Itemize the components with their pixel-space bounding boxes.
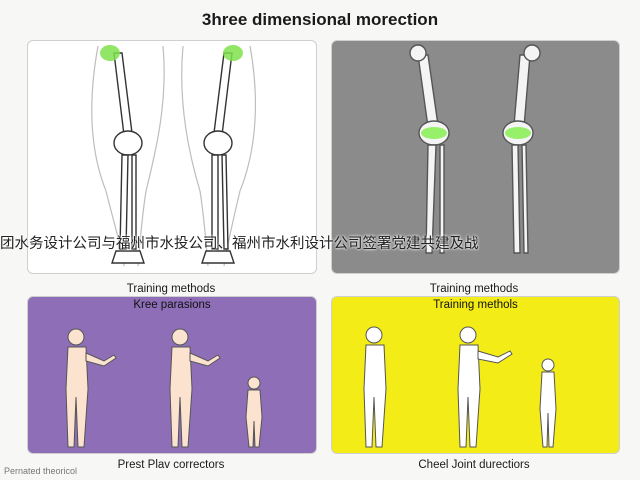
footer-text: Pernated theoricol	[4, 466, 78, 476]
standing-figures-illustration	[65, 328, 263, 448]
panel-posture-purple: Kree parasions	[27, 296, 317, 454]
panel-1-caption: Training methods	[126, 283, 216, 295]
panel-4-caption: Cheel Joint durectiors	[418, 459, 530, 471]
leg-skeleton-illustration	[91, 45, 257, 267]
leg-skeleton-illustration-gray	[409, 44, 541, 254]
panel-leg-skeleton-white	[27, 40, 317, 274]
panel-posture-yellow: Training methols	[331, 296, 620, 454]
panel-3-caption: Prest Plav correctors	[117, 459, 225, 471]
overlay-chinese-text: 团水务设计公司与福州市水投公司、福州市水利设计公司签署党建共建及战	[0, 236, 479, 252]
panel-2-caption: Training methods	[429, 283, 519, 295]
panel-3-top-caption: Kree parasions	[133, 299, 211, 311]
panel-4-top-caption: Training methols	[433, 299, 518, 311]
page-title: 3hree dimensional morection	[201, 10, 439, 29]
standing-figures-illustration-yellow	[363, 326, 557, 448]
panel-leg-skeleton-gray	[331, 40, 620, 274]
